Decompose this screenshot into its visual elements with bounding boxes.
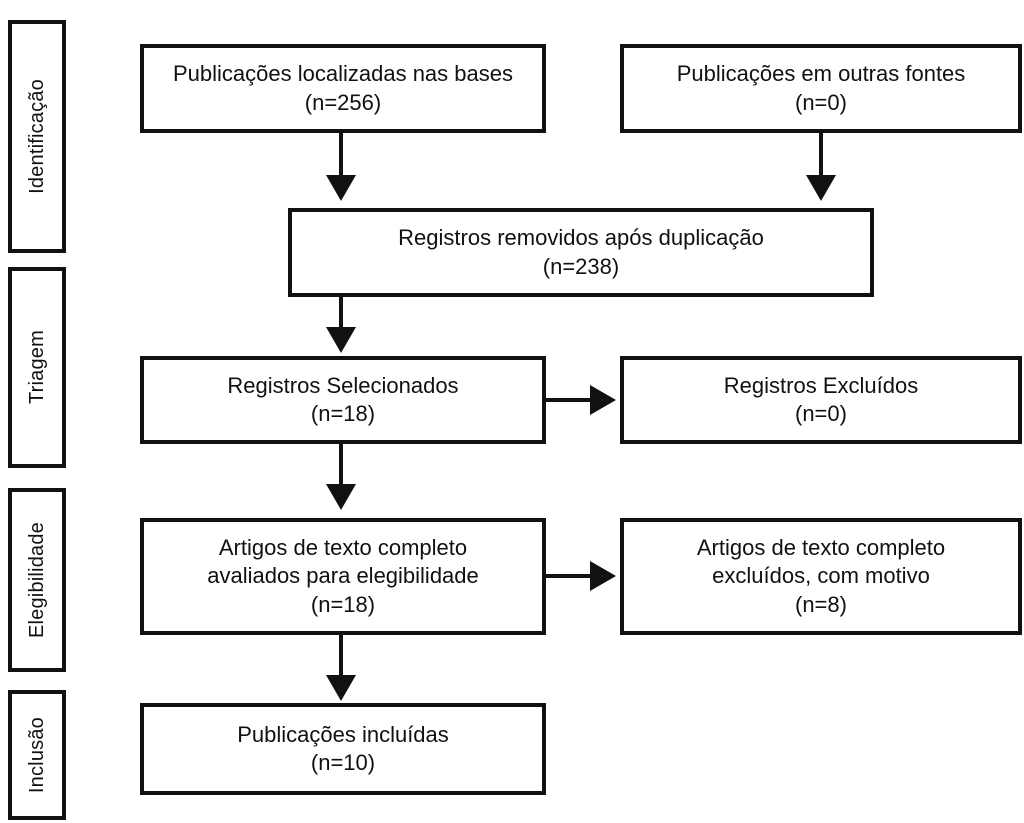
box-records-excluded-count: (n=0) <box>795 401 847 426</box>
box-studies-included-line1: Publicações incluídas <box>237 721 449 747</box>
box-studies-included: Publicações incluídas (n=10) <box>140 703 546 795</box>
connector-stem-screened-to-excluded <box>546 398 592 402</box>
stage-box-identificacao: Identificação <box>8 20 66 253</box>
arrow-fulltext-to-excluded <box>590 561 616 591</box>
stage-box-elegibilidade: Elegibilidade <box>8 488 66 672</box>
box-fulltext-assessed: Artigos de texto completo avaliados para… <box>140 518 546 635</box>
arrow-fulltext-to-included <box>326 675 356 701</box>
box-fulltext-assessed-line2: avaliados para elegibilidade <box>207 563 479 589</box>
box-fulltext-excluded-line1: Artigos de texto completo <box>696 535 946 561</box>
box-fulltext-assessed-line1: Artigos de texto completo <box>218 535 468 561</box>
arrow-duplicates-to-screened <box>326 327 356 353</box>
box-records-excluded: Registros Excluídos (n=0) <box>620 356 1022 444</box>
box-records-screened-count: (n=18) <box>310 401 376 426</box>
box-fulltext-assessed-count: (n=18) <box>310 591 376 617</box>
box-fulltext-excluded-line2: excluídos, com motivo <box>712 563 930 589</box>
box-duplicates-removed-count: (n=238) <box>542 253 620 279</box>
box-studies-included-count: (n=10) <box>310 750 376 775</box>
connector-stem-duplicates-to-screened <box>339 297 343 329</box>
box-records-databases: Publicações localizadas nas bases (n=256… <box>140 44 546 133</box>
connector-stem-fulltext-to-included <box>339 635 343 677</box>
box-fulltext-excluded-count: (n=8) <box>795 591 847 617</box>
stage-label-identificacao: Identificação <box>25 79 48 194</box>
arrow-other-sources-to-duplicates <box>806 175 836 201</box>
stage-box-inclusao: Inclusão <box>8 690 66 820</box>
box-records-screened: Registros Selecionados (n=18) <box>140 356 546 444</box>
connector-stem-other-sources-to-duplicates <box>819 133 823 177</box>
box-records-screened-line1: Registros Selecionados <box>227 372 459 398</box>
box-fulltext-excluded: Artigos de texto completo excluídos, com… <box>620 518 1022 635</box>
connector-stem-databases-to-duplicates <box>339 133 343 177</box>
arrow-screened-to-fulltext <box>326 484 356 510</box>
box-duplicates-removed-line1: Registros removidos após duplicação <box>398 225 764 251</box>
stage-label-elegibilidade: Elegibilidade <box>25 521 48 639</box>
arrow-screened-to-excluded <box>590 385 616 415</box>
box-records-databases-line1: Publicações localizadas nas bases <box>173 61 513 87</box>
box-records-other-sources: Publicações em outras fontes (n=0) <box>620 44 1022 133</box>
stage-label-triagem: Triagem <box>25 330 48 405</box>
box-records-other-sources-count: (n=0) <box>795 89 847 115</box>
stage-box-triagem: Triagem <box>8 267 66 468</box>
arrow-databases-to-duplicates <box>326 175 356 201</box>
connector-stem-screened-to-fulltext <box>339 444 343 486</box>
connector-stem-fulltext-to-excluded <box>546 574 592 578</box>
box-duplicates-removed: Registros removidos após duplicação (n=2… <box>288 208 874 297</box>
box-records-other-sources-line1: Publicações em outras fontes <box>676 61 966 87</box>
box-records-excluded-line1: Registros Excluídos <box>723 372 919 398</box>
box-records-databases-count: (n=256) <box>304 89 382 115</box>
stage-label-inclusao: Inclusão <box>25 716 48 794</box>
